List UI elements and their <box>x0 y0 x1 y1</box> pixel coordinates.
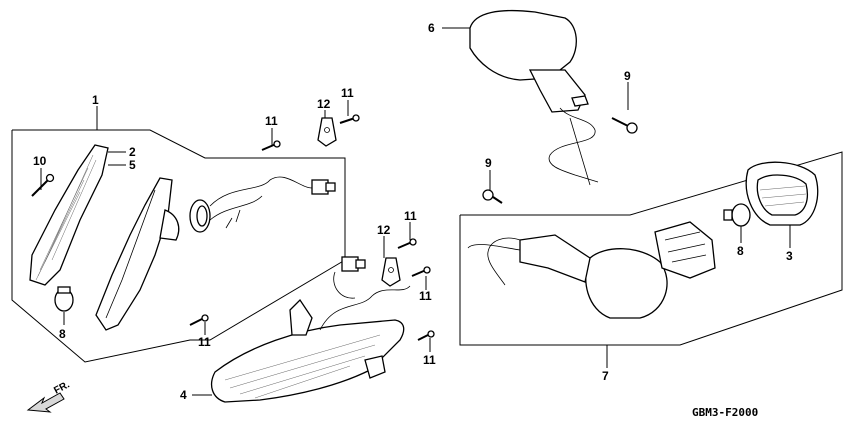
callout-8-left: 8 <box>59 327 66 341</box>
screw-10 <box>31 173 55 197</box>
callout-8-right: 8 <box>737 244 744 258</box>
screw-9-top <box>611 117 638 134</box>
callout-7: 7 <box>602 369 609 383</box>
callout-2: 2 <box>129 145 136 159</box>
screw-11-top-left <box>261 140 281 151</box>
screw-11-center-b <box>411 266 431 277</box>
screw-11-center-c <box>417 330 435 341</box>
group-outline-right <box>459 151 843 346</box>
callout-12-center: 12 <box>377 223 391 237</box>
group-outline-left <box>11 129 346 363</box>
callout-11-b: 11 <box>341 86 354 100</box>
callout-11-c: 11 <box>198 335 211 349</box>
callout-11-e: 11 <box>419 289 432 303</box>
screw-9-middle <box>482 189 503 204</box>
leader-lines <box>40 27 791 396</box>
front-center-signal <box>211 256 411 403</box>
callout-3: 3 <box>786 249 793 263</box>
bulb-left <box>54 286 74 312</box>
screw-11-center-a <box>397 238 417 249</box>
callout-1: 1 <box>92 93 99 107</box>
bulb-right <box>723 203 751 227</box>
front-lens-strip <box>29 144 109 286</box>
diagram-code: GBM3-F2000 <box>692 406 758 419</box>
front-direction-arrow: FR. <box>26 379 72 413</box>
callout-12-top: 12 <box>317 97 331 111</box>
screw-11-top-right <box>339 114 360 124</box>
wire-connector-left <box>189 176 336 233</box>
rear-signal-top <box>469 9 599 186</box>
callout-5: 5 <box>129 158 136 172</box>
bracket-12-center <box>381 257 401 287</box>
bracket-12-top <box>317 117 337 147</box>
callout-9-top: 9 <box>624 69 631 83</box>
left-housing <box>95 177 180 331</box>
callout-9-middle: 9 <box>485 156 492 170</box>
callout-11-d: 11 <box>404 209 417 223</box>
callout-4: 4 <box>180 388 187 402</box>
screw-11-bottom-left <box>189 314 209 326</box>
callout-11-f: 11 <box>423 353 436 367</box>
callout-6: 6 <box>428 21 435 35</box>
callout-10: 10 <box>33 154 47 168</box>
rear-lens <box>745 161 819 226</box>
front-direction-label: FR. <box>52 379 72 396</box>
callout-11-a: 11 <box>265 114 278 128</box>
rear-signal-right <box>467 221 716 319</box>
